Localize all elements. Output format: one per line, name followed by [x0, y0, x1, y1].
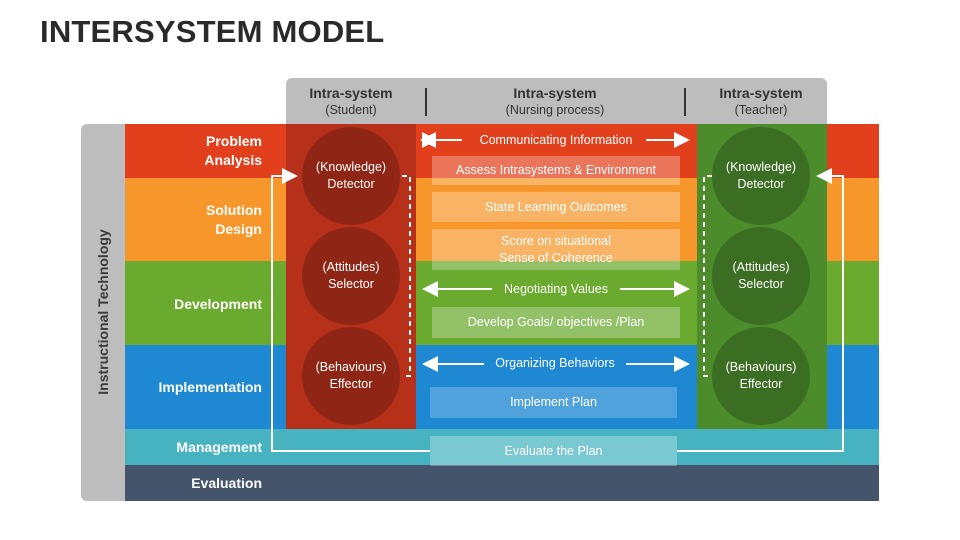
circle-line: Effector — [739, 377, 783, 391]
band-label-text: Evaluation — [191, 475, 262, 491]
circle-line: (Knowledge) — [315, 160, 387, 174]
circle-line: (Knowledge) — [725, 160, 797, 174]
feedback-loop-left — [271, 168, 430, 452]
teacher-attitudes-selector: (Attitudes) Selector — [712, 227, 810, 325]
circle-line: (Attitudes) — [732, 260, 790, 274]
arrow-label-negotiating: Negotiating Values — [503, 282, 608, 296]
circle-line: Effector — [329, 377, 373, 391]
circle-line: (Behaviours) — [315, 360, 387, 374]
header-divider — [425, 88, 427, 116]
header-nursing-subtitle: (Nursing process) — [505, 103, 605, 117]
arrow-label-organizing: Organizing Behaviors — [495, 356, 615, 370]
process-box-text: State Learning Outcomes — [485, 199, 627, 214]
band-label-text: Management — [176, 439, 262, 455]
band-label-implementation: Implementation — [122, 378, 262, 397]
teacher-knowledge-detector: (Knowledge) Detector — [712, 127, 810, 225]
process-box-text: Develop Goals/ objectives /Plan — [467, 315, 645, 329]
student-knowledge-detector: (Knowledge) Detector — [302, 127, 400, 225]
header-divider — [684, 88, 686, 116]
process-box-assess: Assess Intrasystems & Environment — [432, 156, 680, 185]
band-label-evaluation: Evaluation — [122, 474, 262, 493]
circle-line: Detector — [737, 177, 785, 191]
band-label-text: Problem Analysis — [204, 133, 262, 168]
band-management — [125, 429, 879, 465]
teacher-behaviours-effector: (Behaviours) Effector — [712, 327, 810, 425]
band-label-text: Solution Design — [206, 202, 262, 237]
process-box-text: Evaluate the Plan — [504, 443, 603, 458]
teacher-dashed-bracket — [703, 175, 712, 377]
process-box-text: Sense of Coherence — [499, 250, 613, 265]
header-student: Intra-system (Student) — [290, 85, 412, 119]
band-evaluation — [125, 465, 879, 501]
header-teacher: Intra-system (Teacher) — [700, 85, 822, 119]
circle-line: Selector — [738, 277, 784, 291]
band-label-development: Development — [122, 295, 262, 314]
page-title: INTERSYSTEM MODEL — [40, 14, 385, 49]
circle-line: (Attitudes) — [322, 260, 380, 274]
header-nursing-title: Intra-system — [513, 85, 597, 101]
process-box-text: Implement Plan — [510, 395, 597, 409]
column-header-bar — [286, 78, 827, 124]
process-box-text: Assess Intrasystems & Environment — [455, 163, 657, 177]
student-dashed-bracket — [402, 175, 411, 377]
header-teacher-subtitle: (Teacher) — [734, 103, 788, 117]
header-nursing: Intra-system (Nursing process) — [440, 85, 670, 119]
header-teacher-title: Intra-system — [719, 85, 803, 101]
band-label-text: Implementation — [158, 379, 262, 395]
process-box-implement: Implement Plan — [430, 387, 677, 418]
circle-line: Detector — [327, 177, 375, 191]
band-label-solution-design: Solution Design — [122, 201, 262, 239]
feedback-loop-right — [677, 168, 844, 452]
side-label-bar — [81, 124, 125, 501]
process-box-text: Score on situational — [501, 233, 611, 248]
header-student-subtitle: (Student) — [325, 103, 377, 117]
student-behaviours-effector: (Behaviours) Effector — [302, 327, 400, 425]
band-label-text: Development — [174, 296, 262, 312]
header-student-title: Intra-system — [309, 85, 393, 101]
arrow-label-communicating: Communicating Information — [479, 133, 633, 147]
student-attitudes-selector: (Attitudes) Selector — [302, 227, 400, 325]
circle-line: Selector — [328, 277, 374, 291]
band-label-problem-analysis: Problem Analysis — [122, 132, 262, 170]
band-label-management: Management — [122, 438, 262, 457]
process-box-state: State Learning Outcomes — [432, 192, 680, 222]
circle-line: (Behaviours) — [725, 360, 797, 374]
process-box-develop: Develop Goals/ objectives /Plan — [432, 307, 680, 338]
process-box-evaluate: Evaluate the Plan — [430, 436, 677, 466]
